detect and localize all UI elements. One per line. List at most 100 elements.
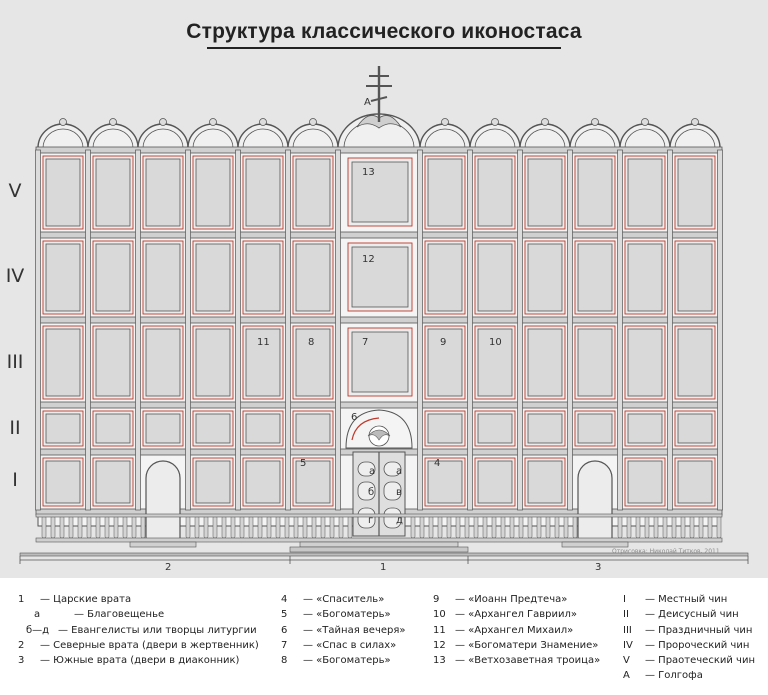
arch-inner-left-4 (242, 128, 284, 149)
legend-text: — «Ветхозаветная троица» (455, 655, 601, 667)
legend-column-tiers: I— Местный чин II— Деисусный чин III— Пр… (623, 592, 755, 684)
north-steps (129, 541, 197, 548)
arch-finial-left-3 (209, 118, 217, 126)
royal-door-medallion-right-0 (383, 461, 402, 477)
legend-key: А (623, 670, 630, 682)
baluster (698, 515, 704, 539)
legend-key: 3 (18, 655, 25, 667)
arch-finial-right-2 (541, 118, 549, 126)
icon-panel-r0-c8 (527, 158, 563, 227)
legend-text: — «Богоматери Знамение» (455, 639, 599, 651)
legend-text: — Деисусный чин (645, 609, 739, 621)
baluster (59, 515, 65, 539)
baluster (473, 515, 479, 539)
baluster (536, 515, 542, 539)
arch-right-4 (619, 123, 671, 149)
icon-panel-r0-c7 (477, 158, 513, 227)
legend-row: 1— Царские врата (18, 592, 259, 607)
baluster (545, 515, 551, 539)
icon-panel-r3-c7 (477, 413, 513, 444)
baluster (617, 515, 623, 539)
arch-right-2 (519, 123, 571, 149)
panel-number-6: 6 (351, 412, 358, 423)
baluster (221, 515, 227, 539)
arch-inner-right-4 (624, 128, 666, 149)
baluster (689, 515, 695, 539)
legend-key: V (623, 655, 630, 667)
panel-number-11: 11 (257, 337, 270, 348)
diagram-title: Структура классического иконостаса (186, 20, 582, 43)
baluster (203, 515, 209, 539)
legend-row: А — Голгофа (623, 668, 755, 683)
panel-number-12: 12 (362, 254, 375, 265)
legend-row: II— Деисусный чин (623, 607, 755, 622)
north-door (145, 460, 181, 540)
baluster (320, 515, 326, 539)
arch-right-0 (419, 123, 471, 149)
legend-key: 11 (433, 624, 446, 636)
legend-row: 4— «Спаситель» (281, 592, 405, 607)
south-steps (561, 541, 629, 548)
baluster (671, 515, 677, 539)
legend-key: 8 (281, 655, 288, 667)
legend-text: — Голгофа (645, 670, 703, 682)
icon-panel-r1-c2 (145, 243, 181, 312)
icon-panel-r3-c10 (627, 413, 663, 444)
legend-key: 4 (281, 594, 288, 605)
legend-text: — Южные врата (двери в диаконник) (40, 655, 240, 667)
legend-key: IV (623, 639, 633, 651)
icon-panel-r3-c4 (245, 413, 281, 444)
arch-left-2 (137, 123, 189, 149)
arch-finial-right-1 (491, 118, 499, 126)
panel-number-5: 5 (300, 458, 307, 469)
royal-door-medallion-right-1 (383, 481, 402, 501)
baluster (509, 515, 515, 539)
icon-panel-r1-c5 (295, 243, 331, 312)
arch-right-5 (669, 123, 721, 149)
baluster (248, 515, 254, 539)
icon-panel-r3-c1 (95, 413, 131, 444)
arch-finial-left-5 (309, 118, 317, 126)
legend-text: — Пророческий чин (645, 639, 750, 651)
icon-panel-r0-c6 (427, 158, 463, 227)
baluster (644, 515, 650, 539)
icon-panel-r4-c10 (627, 460, 663, 504)
column-9 (517, 149, 523, 511)
baluster (446, 515, 452, 539)
column-7 (417, 149, 423, 511)
baluster (680, 515, 686, 539)
calvary-label: А (364, 97, 371, 108)
legend-row: 5— «Богоматерь» (281, 607, 405, 622)
title-underline (207, 47, 561, 49)
legend-key: 12 (433, 639, 446, 651)
tier-label-ii: II (9, 417, 21, 439)
column-11 (617, 149, 623, 511)
icon-panel-r2-c4 (245, 328, 281, 397)
baluster (239, 515, 245, 539)
arch-finial-left-1 (109, 118, 117, 126)
baluster (113, 515, 119, 539)
icon-panel-r2-c8 (527, 328, 563, 397)
icon-panel-r1-c7 (477, 243, 513, 312)
arch-inner-right-1 (474, 128, 516, 149)
ambo-step-2 (289, 546, 469, 553)
baluster (500, 515, 506, 539)
arch-inner-right-2 (524, 128, 566, 149)
arch-inner-left-0 (42, 128, 84, 149)
door-letter-a-right: а (396, 466, 403, 477)
arch-finial-right-3 (591, 118, 599, 126)
legend-key: 7 (281, 639, 288, 651)
baluster (131, 515, 137, 539)
baluster (311, 515, 317, 539)
royal-door-medallion-left-2 (357, 507, 376, 529)
icon-panel-r3-c8 (527, 413, 563, 444)
legend-row: III— Праздничный чин (623, 623, 755, 638)
icon-panel-r0-c2 (145, 158, 181, 227)
legend-text: — «Архангел Гавриил» (455, 609, 578, 621)
cross-bar-foot (370, 96, 388, 102)
column-8 (467, 149, 473, 511)
legend-text: — Праотеческий чин (645, 655, 755, 667)
icon-panel-r0-c1 (95, 158, 131, 227)
baluster (572, 515, 578, 539)
icon-panel-r2-c10 (627, 328, 663, 397)
